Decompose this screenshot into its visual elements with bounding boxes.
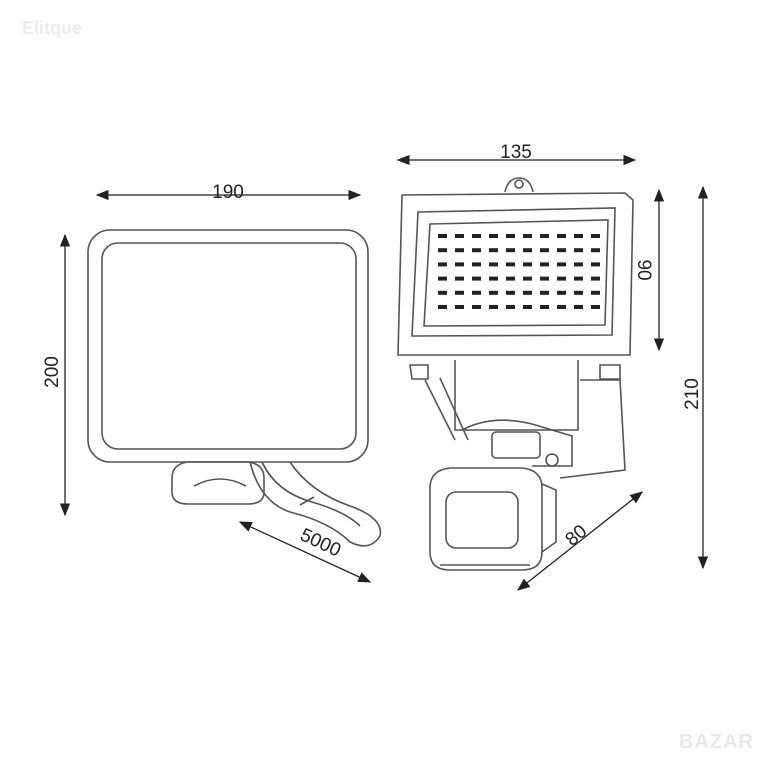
led-chip bbox=[591, 276, 600, 281]
lamp-width-label: 135 bbox=[500, 142, 532, 163]
led-chip bbox=[574, 276, 583, 281]
led-grid bbox=[438, 234, 600, 309]
led-chip bbox=[489, 262, 498, 267]
led-chip bbox=[455, 248, 464, 253]
led-chip bbox=[438, 234, 447, 238]
led-chip bbox=[540, 276, 549, 281]
led-chip bbox=[472, 234, 481, 238]
led-chip bbox=[540, 234, 549, 238]
led-chip bbox=[591, 305, 600, 309]
led-chip bbox=[574, 305, 583, 309]
led-chip bbox=[557, 305, 566, 309]
panel-width-label: 190 bbox=[212, 182, 244, 203]
led-chip bbox=[438, 276, 447, 281]
led-chip bbox=[591, 248, 600, 253]
watermark: Elitque bbox=[22, 18, 83, 38]
led-chip bbox=[591, 290, 600, 295]
led-chip bbox=[540, 305, 549, 309]
bazar-logo: BAZAR bbox=[679, 731, 754, 753]
lamp-total-height-label: 210 bbox=[682, 378, 703, 410]
led-chip bbox=[438, 248, 447, 253]
led-chip bbox=[557, 262, 566, 267]
led-chip bbox=[472, 276, 481, 281]
led-chip bbox=[438, 290, 447, 295]
led-chip bbox=[472, 248, 481, 253]
led-chip bbox=[506, 305, 515, 309]
led-chip bbox=[557, 276, 566, 281]
led-chip bbox=[472, 290, 481, 295]
led-chip bbox=[506, 290, 515, 295]
led-chip bbox=[506, 262, 515, 267]
led-chip bbox=[455, 305, 464, 309]
led-chip bbox=[523, 305, 532, 309]
led-chip bbox=[523, 276, 532, 281]
led-chip bbox=[489, 290, 498, 295]
led-chip bbox=[591, 234, 600, 238]
cable-length-label: 5000 bbox=[297, 525, 344, 562]
led-chip bbox=[523, 248, 532, 253]
led-chip bbox=[574, 290, 583, 295]
led-chip bbox=[489, 305, 498, 309]
led-chip bbox=[506, 248, 515, 253]
led-chip bbox=[472, 305, 481, 309]
led-chip bbox=[540, 262, 549, 267]
led-chip bbox=[557, 234, 566, 238]
panel-height-label: 200 bbox=[42, 356, 63, 388]
led-chip bbox=[455, 276, 464, 281]
led-chip bbox=[489, 248, 498, 253]
led-chip bbox=[455, 262, 464, 267]
led-chip bbox=[455, 234, 464, 238]
led-chip bbox=[574, 248, 583, 253]
led-chip bbox=[574, 234, 583, 238]
led-chip bbox=[557, 290, 566, 295]
lamp-head-height-label: 90 bbox=[633, 259, 654, 280]
led-chip bbox=[489, 276, 498, 281]
led-chip bbox=[506, 276, 515, 281]
led-chip bbox=[540, 290, 549, 295]
led-chip bbox=[506, 234, 515, 238]
led-chip bbox=[438, 305, 447, 309]
led-chip bbox=[523, 234, 532, 238]
sensor-depth-label: 80 bbox=[562, 521, 592, 551]
led-chip bbox=[489, 234, 498, 238]
led-chip bbox=[523, 262, 532, 267]
led-chip bbox=[557, 248, 566, 253]
led-chip bbox=[455, 290, 464, 295]
led-chip bbox=[540, 248, 549, 253]
led-chip bbox=[574, 262, 583, 267]
led-floodlight bbox=[397, 177, 634, 571]
led-chip bbox=[438, 262, 447, 267]
led-chip bbox=[472, 262, 481, 267]
led-chip bbox=[591, 262, 600, 267]
solar-panel bbox=[87, 229, 382, 547]
led-chip bbox=[523, 290, 532, 295]
